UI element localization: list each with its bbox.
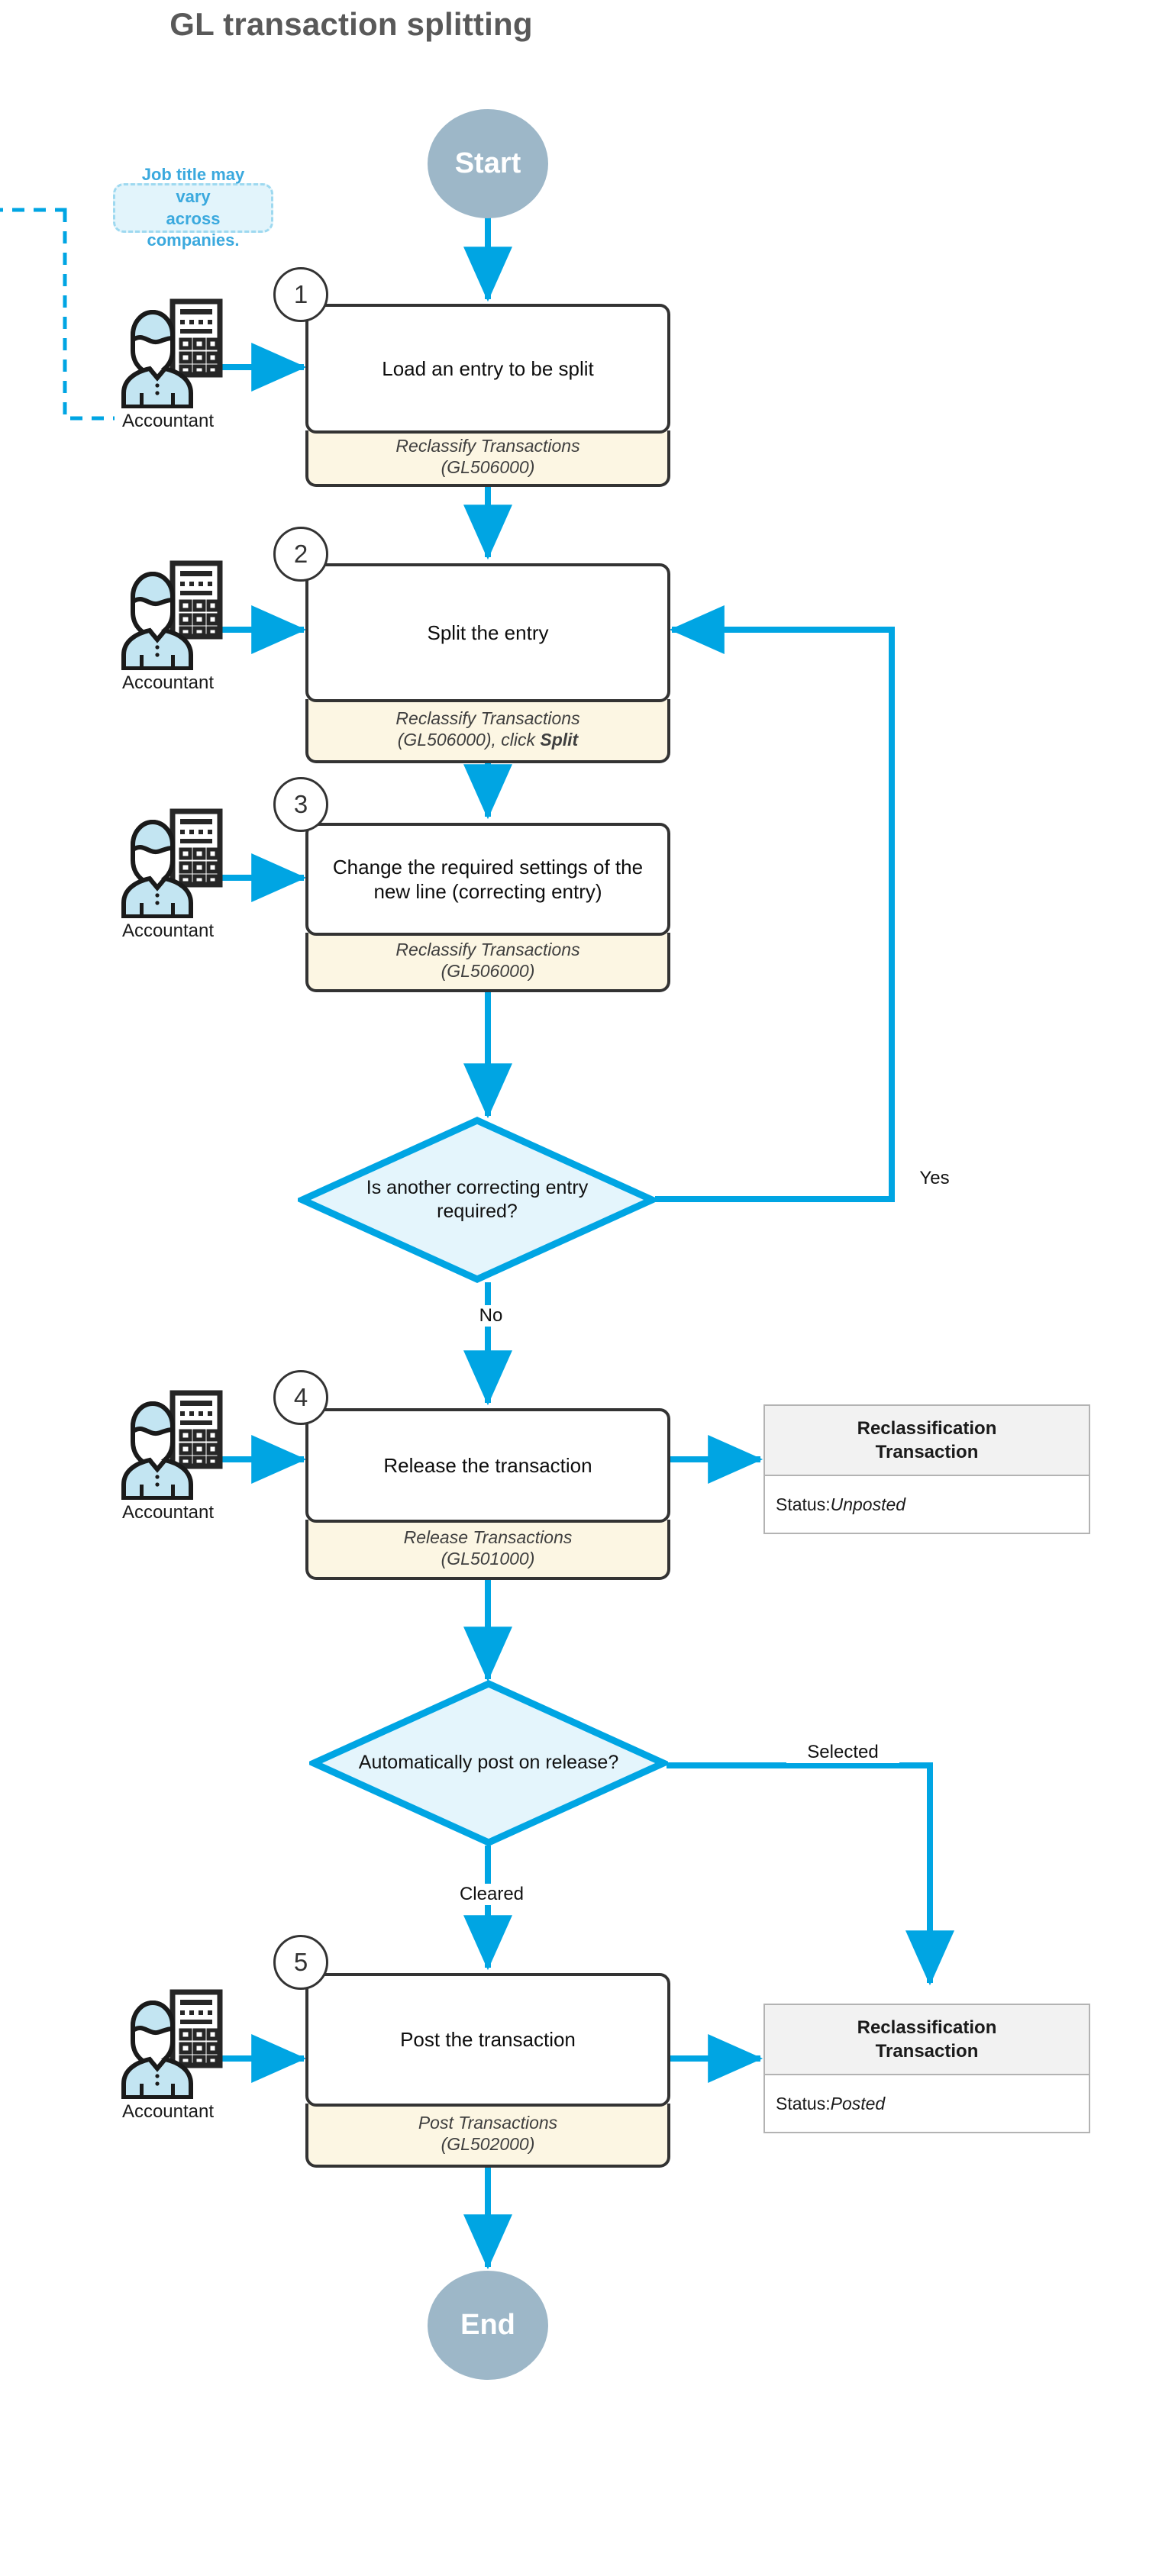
process-step-3-text: Change the required settings of the new … bbox=[332, 855, 644, 904]
decision-diamond-shape bbox=[309, 1680, 668, 1846]
status-card-1-body-prefix: Status: bbox=[776, 1494, 831, 1514]
decision-diamond-shape bbox=[298, 1117, 657, 1283]
actor-accountant-2: Accountant bbox=[107, 548, 229, 701]
process-step-4-text: Release the transaction bbox=[383, 1453, 592, 1477]
end-label: End bbox=[460, 2309, 515, 2341]
actor-label-5: Accountant bbox=[121, 2101, 215, 2122]
step-number-3-label: 3 bbox=[293, 790, 308, 818]
step-number-2-label: 2 bbox=[293, 540, 308, 568]
note-callout: Job title may vary across companies. bbox=[113, 165, 273, 250]
step-number-1-label: 1 bbox=[293, 280, 308, 308]
status-card-2-body-value: Posted bbox=[830, 2093, 886, 2113]
status-card-1-body-value: Unposted bbox=[830, 1494, 906, 1514]
process-step-3[interactable]: Change the required settings of the new … bbox=[305, 823, 670, 992]
process-step-2-footer-bold: Split bbox=[540, 730, 579, 750]
actor-label-2: Accountant bbox=[121, 672, 215, 693]
decision-1-line-2: required? bbox=[437, 1201, 518, 1222]
decision-2-label: Automatically post on release? bbox=[324, 1743, 653, 1783]
status-card-2-body-prefix: Status: bbox=[776, 2093, 831, 2113]
process-step-4[interactable]: Release the transaction Release Transact… bbox=[305, 1408, 670, 1580]
note-line-1: Job title may vary bbox=[141, 165, 245, 206]
process-step-2-footer-line1: Reclassify Transactions bbox=[395, 708, 580, 729]
status-card-unposted: Reclassification Transaction Status: Unp… bbox=[763, 1404, 1090, 1534]
accountant-icon bbox=[121, 560, 223, 671]
process-step-3-footer-line2: (GL506000) bbox=[441, 961, 535, 981]
start-label: Start bbox=[454, 147, 521, 179]
actor-label-4: Accountant bbox=[121, 1502, 215, 1523]
edge-label-cleared: Cleared bbox=[447, 1884, 537, 1905]
actor-label-3: Accountant bbox=[121, 920, 215, 941]
status-card-1-head-line2: Transaction bbox=[875, 1442, 979, 1462]
process-step-2-footer-line2: (GL506000), click bbox=[397, 730, 541, 750]
process-step-1-footer-line1: Reclassify Transactions bbox=[395, 436, 580, 456]
step-number-4: 4 bbox=[273, 1370, 328, 1425]
decision-automatically-post-on-release[interactable]: Automatically post on release? bbox=[309, 1679, 668, 1847]
accountant-icon bbox=[121, 808, 223, 919]
process-step-2[interactable]: Split the entry Reclassify Transactions … bbox=[305, 563, 670, 763]
accountant-icon bbox=[121, 1989, 223, 2100]
status-card-1-head-line1: Reclassification bbox=[857, 1417, 997, 1439]
process-step-5-footer-line1: Post Transactions bbox=[418, 2113, 558, 2133]
edge-label-selected: Selected bbox=[786, 1742, 899, 1763]
status-card-2-head-line1: Reclassification bbox=[857, 2017, 997, 2038]
edge-label-no: No bbox=[461, 1305, 521, 1327]
actor-accountant-4: Accountant bbox=[107, 1378, 229, 1530]
edge-label-yes: Yes bbox=[905, 1168, 964, 1189]
decision-2-line-1: Automatically post on release? bbox=[358, 1752, 619, 1774]
actor-accountant-5: Accountant bbox=[107, 1977, 229, 2129]
end-terminator: End bbox=[428, 2271, 548, 2380]
decision-1-line-1: Is another correcting entry bbox=[366, 1176, 589, 1198]
step-number-5-label: 5 bbox=[293, 1948, 308, 1976]
process-step-5[interactable]: Post the transaction Post Transactions (… bbox=[305, 1973, 670, 2168]
process-step-4-footer-line2: (GL501000) bbox=[441, 1548, 535, 1568]
actor-label-1: Accountant bbox=[121, 411, 215, 431]
accountant-icon bbox=[121, 1390, 223, 1501]
process-step-3-footer-line1: Reclassify Transactions bbox=[395, 940, 580, 960]
step-number-1: 1 bbox=[273, 267, 328, 322]
status-card-posted: Reclassification Transaction Status: Pos… bbox=[763, 2004, 1090, 2133]
actor-accountant-3: Accountant bbox=[107, 796, 229, 949]
step-number-2: 2 bbox=[273, 527, 328, 582]
step-number-4-label: 4 bbox=[293, 1383, 308, 1411]
process-step-2-text: Split the entry bbox=[427, 621, 549, 644]
process-step-1-text: Load an entry to be split bbox=[382, 356, 594, 380]
note-line-2: across companies. bbox=[147, 208, 240, 250]
accountant-icon bbox=[121, 298, 223, 409]
status-card-2-head-line2: Transaction bbox=[875, 2041, 979, 2062]
process-step-5-footer-line2: (GL502000) bbox=[441, 2134, 535, 2154]
step-number-5: 5 bbox=[273, 1935, 328, 1990]
page-title: GL transaction splitting bbox=[169, 6, 533, 42]
decision-another-correcting-entry[interactable]: Is another correcting entry required? bbox=[298, 1116, 657, 1284]
process-step-1[interactable]: Load an entry to be split Reclassify Tra… bbox=[305, 304, 670, 487]
step-number-3: 3 bbox=[273, 777, 328, 832]
actor-accountant-1: Accountant bbox=[107, 286, 229, 439]
process-step-4-footer-line1: Release Transactions bbox=[403, 1527, 573, 1547]
process-step-1-footer-line2: (GL506000) bbox=[441, 457, 535, 477]
start-terminator: Start bbox=[428, 109, 548, 218]
decision-1-label: Is another correcting entry required? bbox=[332, 1168, 622, 1232]
process-step-5-text: Post the transaction bbox=[400, 2028, 576, 2052]
